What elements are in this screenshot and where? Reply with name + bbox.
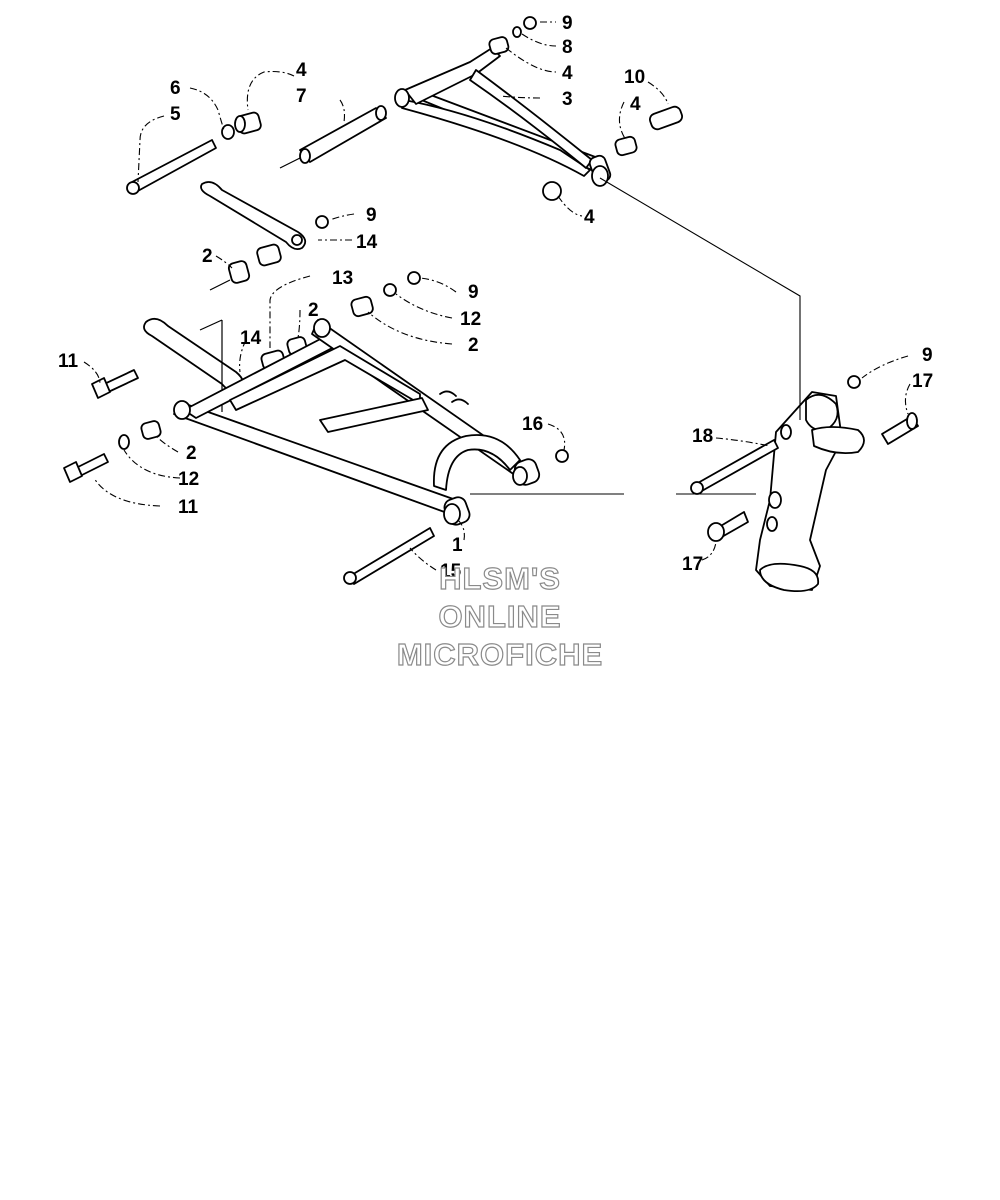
- callout-8: 8: [562, 37, 573, 58]
- callout-6: 6: [170, 78, 181, 99]
- lower-hardware: [63, 369, 435, 585]
- callout-11: 11: [58, 351, 79, 372]
- callout-11: 11: [178, 497, 199, 518]
- callout-1: 1: [452, 535, 463, 556]
- callout-4: 4: [584, 207, 595, 228]
- lower-a-arm: [173, 318, 569, 526]
- callout-15: 15: [440, 561, 462, 582]
- callout-16: 16: [522, 414, 543, 435]
- callout-7: 7: [296, 86, 307, 107]
- callout-10: 10: [624, 67, 645, 88]
- spindle-assembly: [690, 375, 919, 593]
- callout-12: 12: [460, 309, 481, 330]
- callout-2: 2: [468, 335, 479, 356]
- callout-17: 17: [912, 371, 933, 392]
- callout-9: 9: [366, 205, 377, 226]
- leader-lines: [83, 21, 911, 571]
- callout-14: 14: [356, 232, 378, 253]
- callout-2: 2: [186, 443, 197, 464]
- callout-4: 4: [630, 94, 641, 115]
- callout-18: 18: [692, 426, 713, 447]
- upper-shaft: [279, 105, 387, 169]
- callout-5: 5: [170, 104, 181, 125]
- upper-bolt: [126, 139, 217, 195]
- upper-link: [200, 181, 329, 251]
- watermark-line-1: HLSM'S: [439, 561, 561, 596]
- watermark-line-2: ONLINE: [438, 599, 561, 634]
- assembly-lines: [470, 177, 801, 495]
- callout-9: 9: [562, 13, 573, 34]
- callout-13: 13: [332, 268, 353, 289]
- callout-12: 12: [178, 469, 199, 490]
- callout-17: 17: [682, 554, 703, 575]
- callout-9: 9: [922, 345, 933, 366]
- watermark-line-3: MICROFICHE: [397, 637, 603, 672]
- callout-4: 4: [562, 63, 573, 84]
- callout-labels: 9 8 4 3 10 4 4 4 7 6 5 9 14 2 13 2 9 12 …: [58, 13, 933, 582]
- callout-2: 2: [308, 300, 319, 321]
- callout-14: 14: [240, 328, 262, 349]
- watermark: HLSM'S ONLINE MICROFICHE: [396, 560, 603, 672]
- upper-a-arm: [394, 47, 612, 187]
- callout-9: 9: [468, 282, 479, 303]
- callout-2: 2: [202, 246, 213, 267]
- callout-4: 4: [296, 60, 307, 81]
- upper-bushings: [221, 16, 683, 201]
- callout-3: 3: [562, 89, 573, 110]
